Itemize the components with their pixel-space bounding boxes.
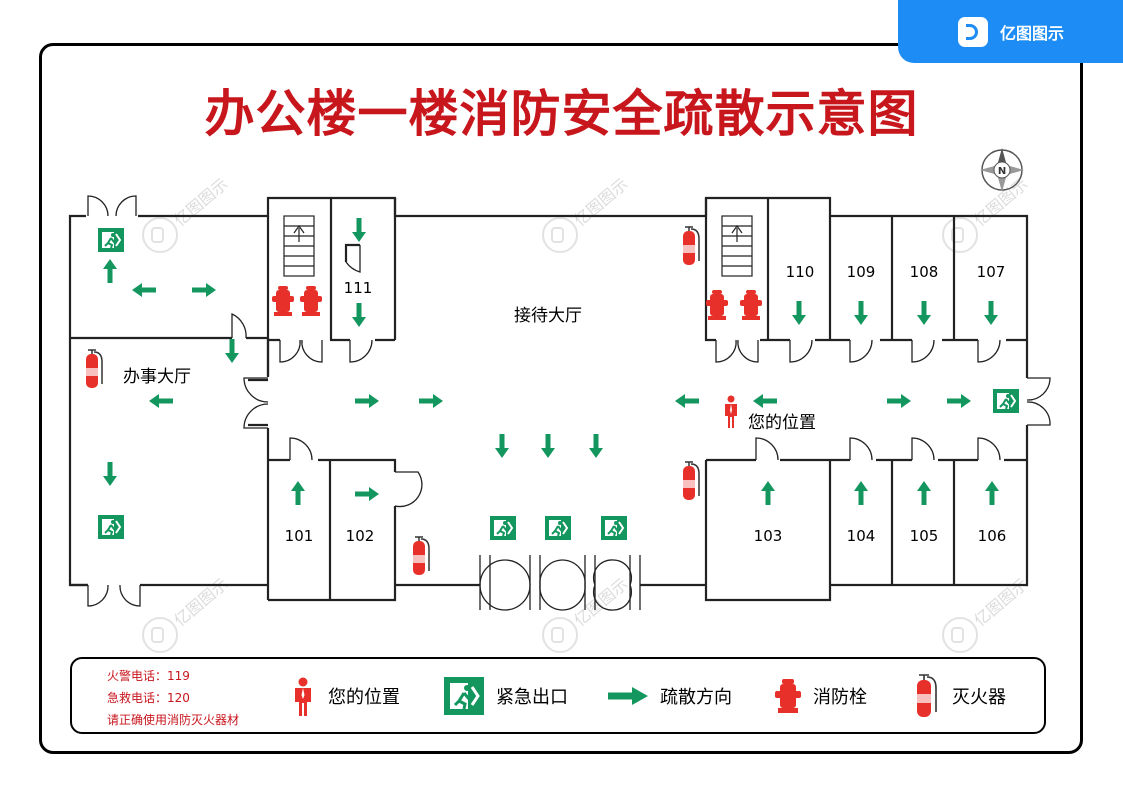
emergency-exit-icon xyxy=(444,676,484,715)
evacuation-arrow-icon xyxy=(103,462,117,486)
evacuation-arrow-icon xyxy=(854,301,868,325)
emergency-exit-icon xyxy=(544,515,572,541)
room-102-label: 102 xyxy=(346,527,375,545)
watermark-text: 亿图图示 xyxy=(170,174,231,230)
page-title: 办公楼一楼消防安全疏散示意图 xyxy=(204,85,919,143)
legend-item-hydrant: 消防栓 xyxy=(775,659,867,732)
watermark-text: 亿图图示 xyxy=(970,574,1031,630)
room-107-label: 107 xyxy=(977,263,1006,281)
office-hall-label: 办事大厅 xyxy=(123,367,191,387)
evacuation-arrow-icon xyxy=(984,301,998,325)
map-frame xyxy=(39,43,1083,754)
evacuation-arrow-icon xyxy=(917,301,931,325)
fire-hydrant-icon xyxy=(300,286,322,316)
room-111-label: 111 xyxy=(344,279,373,297)
evacuation-arrow-icon xyxy=(103,259,117,283)
watermark-group: 亿图图示 亿图图示 亿图图示 亿图图示 亿图图示 亿图图示 xyxy=(142,174,1032,653)
evacuation-arrow-icon xyxy=(225,339,239,363)
emergency-exit-icon xyxy=(992,388,1020,414)
room-105-label: 105 xyxy=(910,527,939,545)
evacuation-arrows xyxy=(103,218,999,505)
evacuation-arrow-icon xyxy=(149,394,173,408)
evacuation-arrow-icon xyxy=(291,481,305,505)
compass-icon: N xyxy=(980,148,1024,192)
staircase-west xyxy=(283,215,315,277)
fire-hydrant-icon xyxy=(272,286,294,316)
fire-extinguisher-icon xyxy=(85,349,103,389)
room-109-label: 109 xyxy=(847,263,876,281)
walls xyxy=(68,196,1029,602)
exit-signs xyxy=(97,227,1020,541)
fire-hydrant-icon xyxy=(706,290,728,320)
legend-label: 消防栓 xyxy=(813,686,867,708)
legend-label: 疏散方向 xyxy=(660,686,732,708)
fire-hydrant-icon xyxy=(775,678,801,713)
fire-extinguisher-icon xyxy=(917,673,937,717)
legend-item-direction: 疏散方向 xyxy=(608,659,732,732)
staircase-east xyxy=(721,215,753,277)
evacuation-arrow-icon xyxy=(495,434,509,458)
emergency-exit-icon xyxy=(489,515,517,541)
emergency-exit-icon xyxy=(97,514,125,540)
evacuation-arrow-icon xyxy=(355,487,379,501)
evacuation-arrow-icon xyxy=(675,394,699,408)
safety-note: 请正确使用消防灭火器材 xyxy=(107,713,240,727)
evacuation-arrow-icon xyxy=(854,481,868,505)
room-103-label: 103 xyxy=(754,527,783,545)
room-110-label: 110 xyxy=(786,263,815,281)
person-marker-icon xyxy=(725,395,737,428)
evacuation-arrow-icon xyxy=(761,481,775,505)
evacuation-arrow-icon xyxy=(608,686,648,705)
evacuation-arrow-icon xyxy=(132,283,156,297)
room-108-label: 108 xyxy=(910,263,939,281)
room-106-label: 106 xyxy=(978,527,1007,545)
legend-item-location: 您的位置 xyxy=(290,659,400,732)
room-104-label: 104 xyxy=(847,527,876,545)
brand-logo-icon xyxy=(958,16,988,47)
evacuation-arrow-icon xyxy=(352,218,366,242)
emergency-exit-icon xyxy=(97,227,125,253)
legend-label: 您的位置 xyxy=(328,686,400,708)
fire-extinguisher-icon xyxy=(682,226,700,266)
legend: 火警电话：119 急救电话：120 请正确使用消防灭火器材 您的位置 紧急出口 … xyxy=(70,657,1046,734)
watermark-text: 亿图图示 xyxy=(170,574,231,630)
evacuation-arrow-icon xyxy=(192,283,216,297)
legend-item-exit: 紧急出口 xyxy=(444,659,568,732)
evacuation-arrow-icon xyxy=(419,394,443,408)
watermark-text: 亿图图示 xyxy=(570,174,631,230)
reception-hall-label: 接待大厅 xyxy=(514,306,582,326)
evacuation-arrow-icon xyxy=(947,394,971,408)
room-labels: 101 102 103 104 105 106 107 108 109 110 … xyxy=(285,263,1007,545)
evacuation-arrow-icon xyxy=(753,394,777,408)
emergency-exit-icon xyxy=(600,515,628,541)
you-are-here-label: 您的位置 xyxy=(748,413,816,433)
legend-label: 紧急出口 xyxy=(496,686,568,708)
brand-badge[interactable]: 亿图图示 xyxy=(898,0,1123,63)
fire-extinguisher-icon xyxy=(412,536,430,576)
evacuation-arrow-icon xyxy=(589,434,603,458)
brand-name: 亿图图示 xyxy=(1000,23,1065,43)
ambulance-phone: 急救电话：120 xyxy=(107,691,190,705)
legend-label: 灭火器 xyxy=(952,686,1006,708)
compass-label: N xyxy=(998,166,1006,177)
evacuation-arrow-icon xyxy=(792,301,806,325)
emergency-phones: 火警电话：119 急救电话：120 请正确使用消防灭火器材 xyxy=(107,665,239,731)
room-101-label: 101 xyxy=(285,527,314,545)
fire-hydrant-icon xyxy=(740,290,762,320)
evacuation-arrow-icon xyxy=(985,481,999,505)
fire-phone: 火警电话：119 xyxy=(107,669,190,683)
doors xyxy=(87,195,1051,611)
evacuation-arrow-icon xyxy=(917,481,931,505)
evacuation-arrow-icon xyxy=(887,394,911,408)
evacuation-arrow-icon xyxy=(541,434,555,458)
evacuation-arrow-icon xyxy=(352,303,366,327)
fire-extinguisher-icon xyxy=(682,461,700,501)
person-marker-icon xyxy=(295,677,311,716)
legend-item-extinguisher: 灭火器 xyxy=(912,659,1006,732)
evacuation-arrow-icon xyxy=(355,394,379,408)
